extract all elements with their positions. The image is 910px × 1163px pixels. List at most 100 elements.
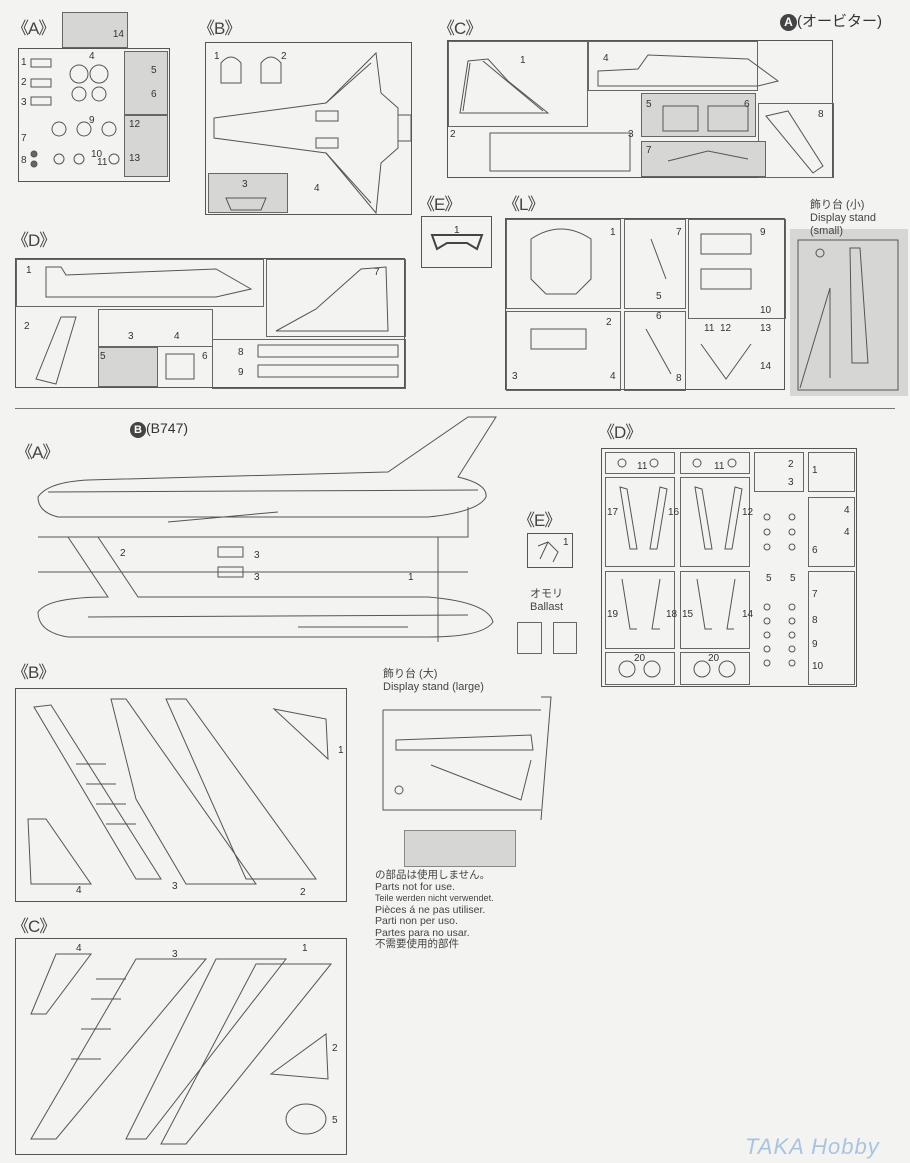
part-number: 2 — [606, 317, 612, 328]
b747-sprue-a-label: 《A》 — [16, 443, 59, 462]
part-number: 4 — [174, 331, 180, 342]
sprue-l-orbiter: 1 2 3 4 5 6 7 8 9 10 11 12 13 14 — [505, 218, 786, 391]
b747-badge: B — [130, 422, 146, 438]
sprue-c-gray-area-2 — [641, 141, 766, 177]
display-stand-small-sprue — [790, 229, 908, 396]
sprue-d-gray-area — [98, 347, 158, 387]
b747-sprue-c-label: 《C》 — [12, 917, 56, 936]
part-number: 2 — [332, 1043, 338, 1054]
b747-sprue-d-label: 《D》 — [598, 423, 642, 442]
part-number: 3 — [628, 129, 634, 140]
part-number: 13 — [129, 153, 141, 164]
sprue-d-cell — [605, 571, 675, 649]
display-stand-small-label: 飾り台 (小)Display stand (small) — [810, 199, 910, 238]
legend-line-de: Teile werden nicht verwendet. — [375, 893, 494, 903]
part-number: 19 — [607, 609, 619, 620]
part-number: 2 — [120, 548, 126, 559]
part-number: 11 — [704, 323, 715, 334]
part-number: 9 — [760, 227, 766, 238]
display-stand-large-sprue — [381, 695, 556, 825]
part-number: 5 — [656, 291, 662, 302]
part-number: 4 — [314, 183, 320, 194]
sprue-a-orbiter: 1 2 3 4 5 6 7 8 9 10 11 12 13 — [18, 48, 170, 182]
part-number: 11 — [97, 157, 108, 168]
part-number: 8 — [238, 347, 244, 358]
part-number: 1 — [520, 55, 526, 66]
b747-sprue-d-drawing — [617, 458, 796, 678]
sprue-d-cell — [212, 339, 406, 389]
part-number: 6 — [812, 545, 818, 556]
sprue-d-orbiter: 1 2 3 4 5 6 7 8 9 — [15, 258, 406, 389]
part-number: 3 — [21, 97, 27, 108]
part-number: 15 — [682, 609, 694, 620]
part-number: 1 — [26, 265, 32, 276]
b747-sprue-c: 1 2 3 4 5 — [15, 938, 347, 1155]
part-number: 4 — [76, 885, 82, 896]
sprue-b-gray-area — [208, 173, 288, 213]
part-number: 9 — [89, 115, 95, 126]
part-number: 8 — [812, 615, 818, 626]
part-number: 7 — [676, 227, 682, 238]
sprue-e-label: 《E》 — [418, 195, 461, 214]
part-number: 1 — [812, 465, 818, 476]
part-number: 5 — [790, 573, 796, 584]
part-number: 2 — [450, 129, 456, 140]
orbiter-header: A(オービター) — [780, 10, 882, 31]
legend-line-fr: Pièces á ne pas utiliser. — [375, 903, 486, 916]
part-number: 20 — [634, 653, 646, 664]
part-number: 17 — [607, 507, 619, 518]
sprue-c-cell — [448, 41, 588, 127]
part-number: 10 — [812, 661, 824, 672]
part-number: 16 — [668, 507, 680, 518]
b747-sprue-a-fuselage: 2 3 3 1 — [28, 412, 508, 657]
sprue-d-label: 《D》 — [12, 231, 56, 250]
stand-large-en: Display stand (large) — [383, 681, 484, 693]
part-number: 2 — [281, 51, 287, 62]
part-number: 13 — [760, 323, 772, 334]
part-number: 5 — [100, 351, 106, 362]
watermark: TAKA Hobby — [745, 1134, 880, 1159]
part-number: 3 — [788, 477, 794, 488]
b747-fuselage-drawing — [37, 416, 497, 642]
b747-sprue-b: 1 2 3 4 — [15, 688, 347, 902]
part-number: 4 — [603, 53, 609, 64]
display-stand-large-drawing — [382, 696, 552, 821]
b747-sprue-b-label: 《B》 — [12, 663, 55, 682]
sprue-b-orbiter: 1 2 3 4 — [205, 42, 412, 215]
part-number: 12 — [720, 323, 732, 334]
legend-line-it: Parti non per uso. — [375, 915, 458, 927]
part-number: 7 — [374, 267, 380, 278]
part-number: 11 — [637, 461, 648, 472]
sprue-d-cell — [605, 652, 675, 685]
part-number: 3 — [172, 881, 178, 892]
legend-line-zh: 不需要使用的部件 — [375, 938, 459, 950]
display-stand-large-label: 飾り台 (大)Display stand (large) — [383, 668, 484, 694]
b747-title: (B747) — [146, 420, 189, 436]
stand-small-en: Display stand (small) — [810, 212, 877, 237]
part-number: 2 — [300, 887, 306, 898]
part-number: 14 — [760, 361, 772, 372]
part-number: 5 — [766, 573, 772, 584]
sprue-d-cell — [680, 571, 750, 649]
sprue-d-cell — [266, 259, 406, 337]
part-number: 12 — [742, 507, 754, 518]
sprue-d-cell — [98, 309, 213, 347]
sprue-c-parts-drawing — [459, 54, 824, 174]
part-number: 6 — [656, 311, 662, 322]
sprue-l-label: 《L》 — [503, 195, 544, 214]
sprue-d-cell — [605, 477, 675, 567]
part-number: 7 — [21, 133, 27, 144]
orbiter-fuselage-drawing — [213, 51, 412, 215]
part-number: 3 — [254, 572, 260, 583]
sprue-c-label: 《C》 — [438, 19, 482, 38]
sprue-d-parts-drawing — [35, 266, 399, 385]
part-number: 2 — [788, 459, 794, 470]
part-number: 4 — [76, 943, 82, 954]
sprue-c-orbiter: 1 2 3 4 5 6 7 8 — [447, 40, 834, 178]
legend-gray-swatch — [404, 830, 516, 867]
part-number: 20 — [708, 653, 720, 664]
sprue-l-cell — [624, 311, 686, 391]
sprue-l-cell — [624, 219, 686, 309]
display-stand-small-drawing — [797, 239, 899, 391]
sprue-a-parts-drawing — [30, 58, 120, 168]
